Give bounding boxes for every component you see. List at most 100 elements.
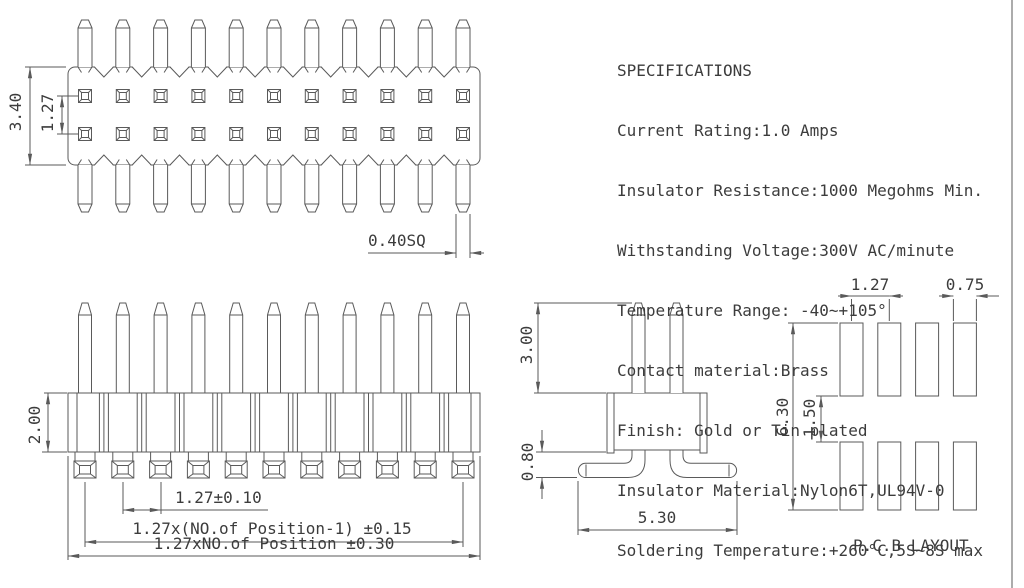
pcb-pad bbox=[952, 441, 977, 511]
total-span-label: 1.27xNO.of Position ±0.30 bbox=[154, 534, 395, 553]
contact-hole bbox=[153, 127, 168, 141]
smt-pad bbox=[149, 451, 173, 479]
pin bbox=[229, 302, 244, 394]
pin bbox=[153, 302, 168, 394]
pcb-pad bbox=[839, 441, 864, 511]
contact-hole bbox=[78, 89, 92, 103]
standoff-dimension: 0.80 bbox=[518, 430, 606, 499]
pin bbox=[304, 19, 320, 68]
contact-hole bbox=[229, 89, 244, 103]
smt-pad bbox=[73, 451, 97, 479]
specs-title: SPECIFICATIONS bbox=[617, 61, 752, 80]
pin-square-label: 0.40SQ bbox=[368, 231, 426, 250]
spec-line: Insulator Resistance:1000 Megohms Min. bbox=[617, 181, 984, 200]
pcb-pad bbox=[952, 322, 977, 397]
pin bbox=[456, 302, 470, 394]
total-height-label: 6.30 bbox=[773, 398, 792, 437]
contact-hole bbox=[304, 127, 319, 141]
pin bbox=[153, 19, 169, 68]
pcb-pad bbox=[877, 441, 902, 511]
upper-pin-row bbox=[77, 19, 471, 68]
smt-pad bbox=[338, 451, 362, 479]
spec-line: Soldering Temperature:+260°C,5S~8S max bbox=[617, 541, 984, 560]
right-flange bbox=[699, 392, 708, 454]
pin bbox=[342, 302, 357, 394]
pin bbox=[115, 302, 130, 394]
contact-hole bbox=[418, 127, 433, 141]
contact-hole bbox=[342, 89, 357, 103]
spec-line: Finish: Gold or Tin plated bbox=[617, 421, 868, 440]
left-flange bbox=[606, 392, 615, 454]
pin bbox=[417, 164, 433, 213]
pcb-pad bbox=[877, 322, 902, 397]
pin bbox=[190, 19, 206, 68]
smt-pad bbox=[300, 451, 324, 479]
contact-hole bbox=[191, 89, 206, 103]
pin bbox=[228, 19, 244, 68]
connector-body bbox=[67, 392, 481, 453]
contact-hole bbox=[456, 89, 470, 103]
pin-length-dimension: 3.00 bbox=[517, 302, 632, 394]
pin bbox=[380, 302, 395, 394]
pin bbox=[266, 164, 282, 213]
contact-hole bbox=[418, 89, 433, 103]
pin bbox=[78, 302, 92, 394]
pcb-pad-grid bbox=[839, 322, 977, 511]
pcb-pad bbox=[839, 322, 864, 397]
pad-width-dimension: 0.75 bbox=[939, 275, 999, 321]
smt-pad bbox=[224, 451, 248, 479]
contact-hole bbox=[380, 127, 395, 141]
spec-line: Withstanding Voltage:300V AC/minute bbox=[617, 241, 955, 260]
pin bbox=[191, 302, 206, 394]
pin bbox=[266, 19, 282, 68]
side-view: 3.00 0.80 5.30 bbox=[517, 302, 738, 535]
contact-hole bbox=[153, 89, 168, 103]
contact-hole bbox=[304, 89, 319, 103]
pad-pitch-dimension: 1.27 bbox=[838, 275, 903, 321]
inner-span-dimension: 1.27x(NO.of Position-1) ±0.15 bbox=[84, 482, 464, 547]
pcb-layout-title: P.C.B LAYOUT bbox=[853, 536, 969, 555]
pin bbox=[342, 164, 358, 213]
pcb-layout-view: 1.27 0.75 6.30 1.50 P.C.B LAYOUT bbox=[773, 275, 999, 555]
pin bbox=[379, 19, 395, 68]
pin-pitch-label: 1.27±0.10 bbox=[175, 488, 262, 507]
pin-length-label: 3.00 bbox=[517, 326, 536, 365]
row-pitch-dimension: 1.27 bbox=[38, 94, 78, 135]
spec-line: Contact material:Brass bbox=[617, 361, 829, 380]
contact-hole bbox=[342, 127, 357, 141]
pin bbox=[190, 164, 206, 213]
pin bbox=[455, 19, 471, 68]
smt-pad-row bbox=[73, 451, 475, 479]
contact-hole bbox=[115, 89, 130, 103]
pin bbox=[115, 19, 131, 68]
lower-pin-row bbox=[77, 164, 471, 213]
contact-hole bbox=[115, 127, 130, 141]
smt-pad bbox=[262, 451, 286, 479]
body-height-dimension: 3.40 bbox=[6, 66, 66, 166]
pin bbox=[417, 19, 433, 68]
pin bbox=[267, 302, 281, 394]
contact-hole bbox=[191, 127, 206, 141]
pcb-pad bbox=[915, 322, 940, 397]
specifications-block: SPECIFICATIONS Current Rating:1.0 Amps I… bbox=[617, 21, 983, 581]
pin bbox=[418, 302, 433, 394]
pin-pitch-dimension: 1.27±0.10 bbox=[122, 482, 268, 514]
pin bbox=[77, 19, 93, 68]
spec-line: Current Rating:1.0 Amps bbox=[617, 121, 839, 140]
contact-hole bbox=[78, 127, 92, 141]
footprint-width-dimension: 5.30 bbox=[577, 481, 738, 535]
standoff-label: 0.80 bbox=[518, 443, 537, 482]
pin-square-dimension: 0.40SQ bbox=[368, 214, 484, 258]
body-segment-lines bbox=[98, 393, 450, 452]
spec-line: Insulator Material:Nylon6T,UL94V-0 bbox=[617, 481, 945, 500]
pin bbox=[228, 164, 244, 213]
pin bbox=[77, 164, 93, 213]
spec-line: Temperature Range: -40~+105° bbox=[617, 301, 887, 320]
pin bbox=[153, 164, 169, 213]
contact-hole bbox=[267, 89, 281, 103]
body-height-label: 3.40 bbox=[6, 93, 25, 132]
total-height-dimension: 6.30 bbox=[773, 322, 838, 511]
left-smt-leg bbox=[577, 449, 646, 478]
contact-hole bbox=[267, 127, 281, 141]
